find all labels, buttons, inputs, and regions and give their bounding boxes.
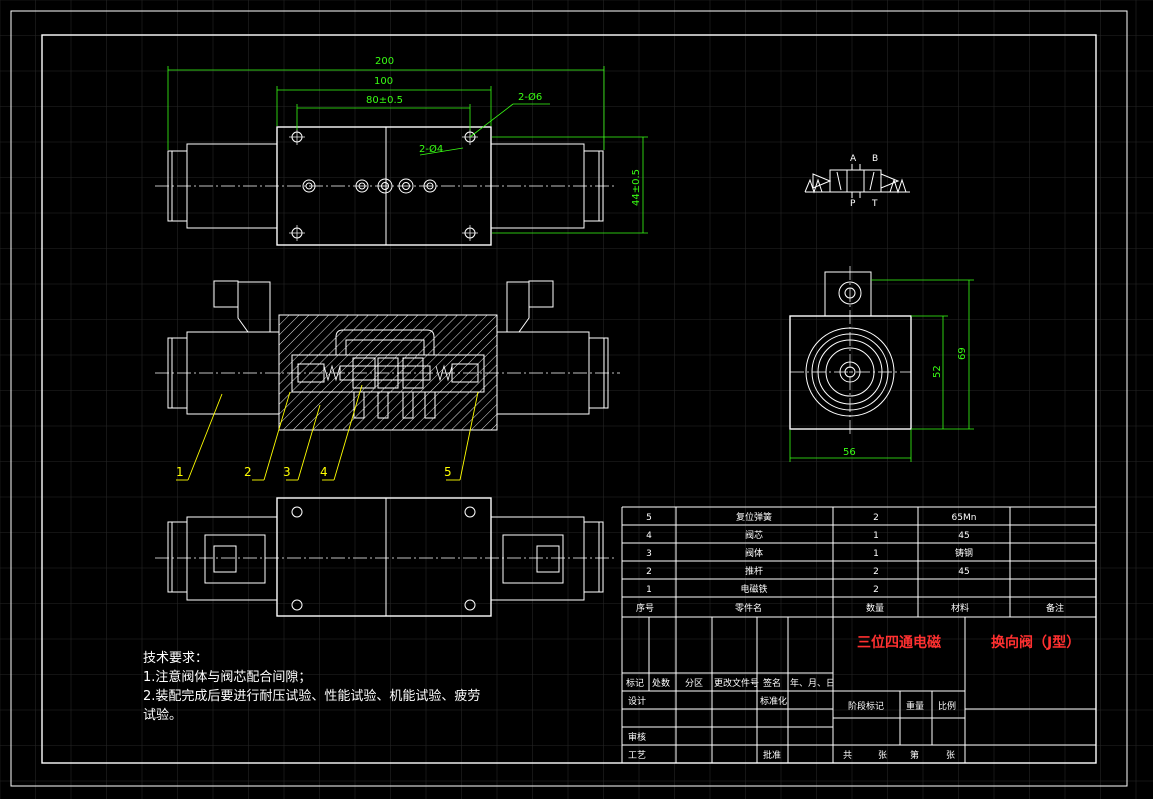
section-view: 1 2 3 4 5 — [155, 280, 620, 481]
header-qty: 数量 — [866, 602, 884, 614]
callout-5: 5 — [444, 465, 452, 479]
dim-hole4: 2-Ø4 — [419, 143, 443, 155]
title-right: 换向阀（J型） — [991, 634, 1080, 651]
rev-sign: 签名 — [763, 677, 781, 689]
rev-zone: 分区 — [685, 678, 703, 689]
label-stage: 阶段标记 — [848, 700, 884, 712]
parts-cell-no: 5 — [646, 513, 652, 523]
notes-heading: 技术要求： — [143, 651, 208, 666]
header-no: 序号 — [636, 602, 654, 614]
header-material: 材料 — [951, 602, 969, 614]
rev-date: 年、月、日 — [790, 677, 835, 689]
parts-cell-no: 2 — [646, 567, 652, 577]
parts-cell-no: 1 — [646, 585, 652, 595]
parts-cell-name: 阀体 — [745, 547, 763, 559]
outer-border — [10, 10, 1128, 787]
parts-cell-qty: 2 — [873, 513, 879, 523]
parts-cell-name: 复位弹簧 — [736, 511, 772, 523]
parts-cell-material: 45 — [958, 531, 969, 541]
dim-80: 80±0.5 — [366, 95, 403, 106]
callout-2: 2 — [244, 465, 252, 479]
header-remark: 备注 — [1046, 602, 1064, 614]
label-scale: 比例 — [938, 700, 956, 712]
parts-cell-qty: 1 — [873, 549, 879, 559]
parts-cell-qty: 2 — [873, 567, 879, 577]
side-view: 52 69 56 — [789, 266, 974, 462]
dim-56: 56 — [843, 447, 856, 458]
top-view: 200 100 80±0.5 2-Ø6 2-Ø4 44±0.5 — [155, 56, 648, 246]
title-block: 三位四通电磁 换向阀（J型） 标记 处数 分区 更改文件号 签名 年、月、日 设… — [622, 617, 1096, 764]
label-weight: 重量 — [906, 700, 924, 712]
dim-69: 69 — [957, 347, 968, 360]
parts-cell-qty: 1 — [873, 531, 879, 541]
parts-cell-material: 45 — [958, 567, 969, 577]
label-total: 共 — [843, 750, 852, 761]
label-sheet2: 张 — [946, 750, 955, 761]
notes-line3: 试验。 — [143, 707, 182, 723]
dim-hole6: 2-Ø6 — [518, 91, 542, 103]
port-p: P — [850, 199, 856, 209]
port-t: T — [871, 199, 878, 209]
parts-cell-name: 阀芯 — [745, 529, 763, 541]
label-sheets: 张 — [878, 750, 887, 761]
label-approve: 批准 — [763, 749, 781, 761]
parts-cell-material: 铸钢 — [955, 547, 973, 559]
parts-cell-name: 推杆 — [745, 565, 763, 577]
header-name: 零件名 — [735, 602, 762, 614]
dim-100: 100 — [374, 76, 393, 87]
dim-52: 52 — [932, 365, 943, 378]
inner-border — [41, 34, 1097, 764]
dim-200: 200 — [375, 56, 394, 67]
rev-mark: 标记 — [626, 677, 644, 689]
label-standardize: 标准化 — [760, 695, 787, 707]
callout-3: 3 — [283, 465, 291, 479]
port-a: A — [850, 154, 857, 164]
bottom-view — [155, 497, 615, 617]
hydraulic-symbol — [804, 164, 910, 198]
label-page: 第 — [910, 749, 919, 761]
dim-44: 44±0.5 — [631, 169, 642, 206]
parts-cell-no: 3 — [646, 549, 652, 559]
port-b: B — [872, 154, 878, 164]
parts-cell-qty: 2 — [873, 585, 879, 595]
title-left: 三位四通电磁 — [857, 634, 941, 651]
notes-line2: 2.装配完成后要进行耐压试验、性能试验、机能试验、疲劳 — [143, 688, 480, 704]
parts-cell-name: 电磁铁 — [740, 583, 767, 595]
rev-count: 处数 — [652, 677, 670, 689]
notes-line1: 1.注意阀体与阀芯配合间隙； — [143, 669, 311, 685]
parts-table: 5 复位弹簧 2 65Mn 4 阀芯 1 45 3 阀体 1 铸钢 2 推杆 2 45 1 电磁铁 2 序号 零件名… — [621, 506, 1096, 763]
parts-cell-material: 65Mn — [952, 513, 977, 523]
technical-notes: 技术要求： 1.注意阀体与阀芯配合间隙； 2.装配完成后要进行耐压试验、性能试验… — [143, 651, 480, 723]
parts-cell-no: 4 — [646, 531, 652, 541]
callout-1: 1 — [176, 465, 184, 479]
label-process: 工艺 — [628, 750, 646, 761]
label-design: 设计 — [628, 695, 646, 707]
label-review: 审核 — [628, 731, 646, 743]
rev-doc: 更改文件号 — [714, 677, 759, 689]
callout-4: 4 — [320, 465, 328, 479]
